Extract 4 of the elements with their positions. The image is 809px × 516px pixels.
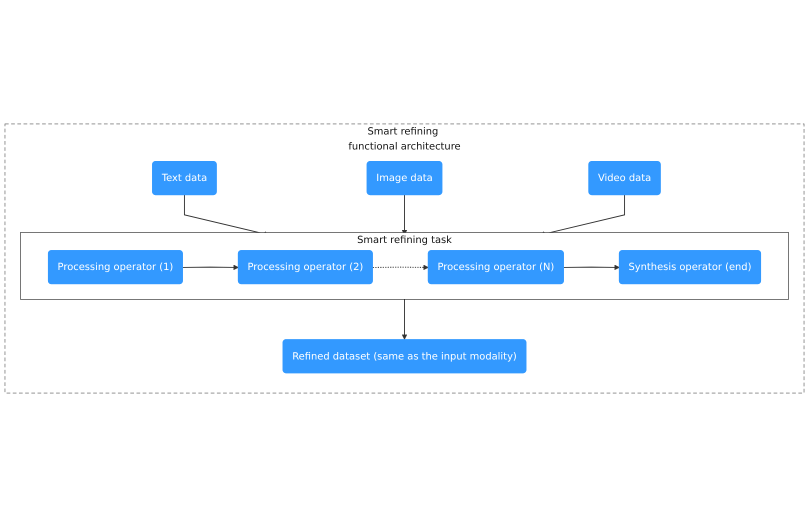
arrow — [372, 264, 429, 270]
arrow — [563, 264, 620, 270]
arrow — [182, 264, 239, 270]
arrow — [402, 298, 408, 340]
